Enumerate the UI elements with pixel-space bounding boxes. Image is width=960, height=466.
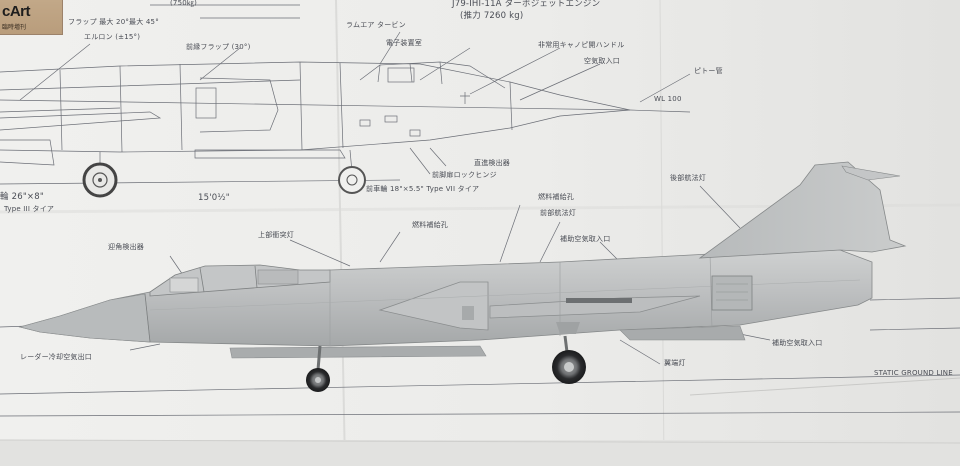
callout-wl100: WL 100 (654, 95, 682, 103)
callout-aoa: 迎角検出器 (108, 243, 144, 251)
callout-engine: J79-IHI-11A ターボジェットエンジン (452, 0, 601, 9)
top-blueprint-drawing (0, 4, 691, 185)
callout-avionics: 電子装置室 (386, 39, 422, 47)
brand-subtitle: 臨時増刊 (2, 24, 27, 31)
callout-pitot: ピトー管 (694, 67, 723, 75)
callout-radar-outlet: レーダー冷却空気出口 (20, 353, 92, 361)
callout-le-flap: 前縁フラップ (30°) (186, 43, 251, 51)
callout-nose-wheel: 前車輪 18"×5.5" Type VII タイア (366, 185, 480, 193)
model-aircraft (18, 161, 907, 371)
callout-fwd-nav-light: 前部航法灯 (540, 209, 576, 217)
callout-ram-air: ラムエア タービン (346, 21, 406, 29)
callout-aft-nav-light: 後部航法灯 (670, 174, 706, 182)
callout-main-wheel: 輪 26"×8" (0, 192, 44, 202)
callout-flap-max: フラップ 最大 20°最大 45° (68, 18, 159, 26)
callout-fuel-port: 燃料補給孔 (412, 221, 448, 229)
brand-name: cArt (2, 3, 31, 20)
callout-aux-intake-2: 補助空気取入口 (772, 339, 823, 347)
model-main-wheel (552, 350, 586, 384)
callout-detector: 直進検出器 (474, 159, 510, 167)
callout-aileron: エルロン (±15°) (84, 33, 141, 41)
callout-air-intake: 空気取入口 (584, 57, 620, 65)
callout-gear-door: 前脚扉ロックヒンジ (432, 171, 497, 179)
callout-fuel-port-2: 燃料補給孔 (538, 193, 574, 201)
callout-main-tire: Type III タイア (4, 205, 55, 213)
callout-aux-intake: 補助空気取入口 (560, 235, 611, 243)
top-nose-wheel (338, 166, 366, 194)
model-nose-wheel (306, 368, 330, 392)
callout-thrust: (推力 7260 kg) (460, 11, 524, 21)
callout-canopy-handle: 非常用キャノピ開ハンドル (538, 41, 625, 49)
publisher-logo: cArt 臨時増刊 (0, 0, 63, 35)
top-main-wheel (82, 162, 118, 198)
callout-upper-light: 上部衝突灯 (258, 231, 294, 239)
callout-dimension: 15'0½" (198, 193, 230, 203)
callout-fuel-750: (750㎏) (170, 0, 198, 7)
callout-ground-line: STATIC GROUND LINE (874, 369, 953, 377)
callout-wingtip-light: 翼端灯 (664, 359, 686, 367)
